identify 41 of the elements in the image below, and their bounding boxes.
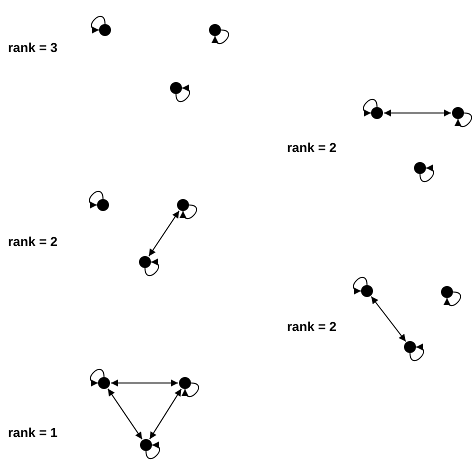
self-loop-arrow bbox=[91, 16, 106, 33]
double-headed-arrow bbox=[148, 210, 180, 257]
vertex-dot bbox=[98, 377, 110, 389]
vertex-dot bbox=[441, 286, 453, 298]
vertex-dot bbox=[361, 285, 373, 297]
self-loop-arrow bbox=[410, 344, 424, 361]
rank-label: rank = 2 bbox=[287, 319, 337, 335]
vertex-dot bbox=[170, 82, 182, 94]
self-loop-arrow bbox=[180, 204, 197, 219]
rank-label: rank = 3 bbox=[8, 40, 58, 56]
vertex-dot bbox=[99, 24, 111, 36]
double-headed-arrow bbox=[149, 388, 182, 440]
self-loop-arrow bbox=[363, 99, 378, 116]
vertex-dot bbox=[97, 199, 109, 211]
double-headed-arrow bbox=[110, 380, 178, 386]
self-loop-arrow bbox=[420, 165, 434, 182]
double-headed-arrow bbox=[384, 110, 452, 116]
rank-label: rank = 1 bbox=[8, 425, 58, 441]
self-loop-arrow bbox=[176, 85, 190, 102]
self-loop-arrow bbox=[182, 382, 199, 397]
double-headed-arrow bbox=[370, 296, 406, 342]
vertex-dot bbox=[404, 341, 416, 353]
vertex-dot bbox=[452, 107, 464, 119]
vertex-dot bbox=[140, 439, 152, 451]
self-loop-arrow bbox=[444, 292, 461, 306]
self-loop-arrow bbox=[146, 442, 160, 459]
rank-label: rank = 2 bbox=[8, 234, 58, 250]
rank-label: rank = 2 bbox=[287, 140, 337, 156]
self-loop-arrow bbox=[90, 369, 104, 386]
vertex-dot bbox=[179, 377, 191, 389]
self-loop-arrow bbox=[144, 259, 159, 276]
self-loop-arrow bbox=[455, 112, 472, 127]
vertex-dot bbox=[139, 256, 151, 268]
vertex-dot bbox=[209, 24, 221, 36]
self-loop-arrow bbox=[89, 191, 104, 208]
vertex-dot bbox=[371, 107, 383, 119]
vertex-dot bbox=[414, 162, 426, 174]
self-loop-arrow bbox=[212, 30, 229, 44]
double-headed-arrow bbox=[107, 388, 143, 440]
self-loop-arrow bbox=[353, 277, 368, 294]
vertex-dot bbox=[177, 199, 189, 211]
